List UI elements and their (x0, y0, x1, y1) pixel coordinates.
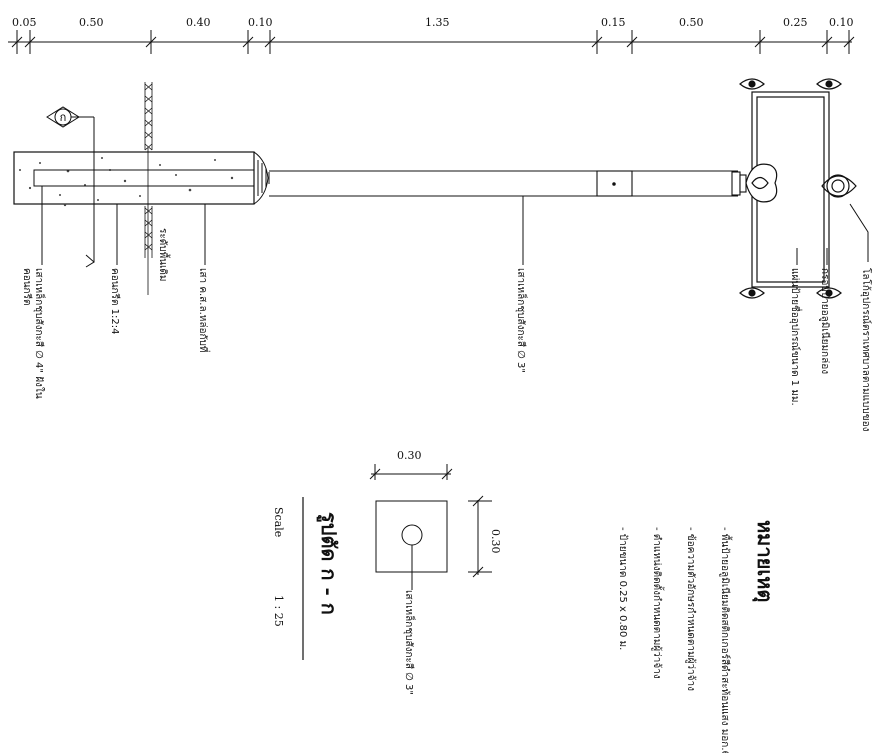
notes-heading: หมายเหตุ (752, 520, 777, 602)
section-marker-label: ก (60, 111, 67, 124)
main-pipe-label: เสาเหล็กชุบสังกะสี ∅ 3" (515, 268, 529, 373)
foundation-collar (253, 151, 270, 205)
scale-label: Scale (272, 507, 285, 537)
section-pipe-label: เสาเหล็กชุบสังกะสี ∅ 3" (403, 590, 417, 695)
dim-label-2: 0.50 (79, 16, 104, 29)
note-item-2: - ข้อความตัวอักษรกำหนดตามผู้ว่าจ้าง (685, 527, 697, 691)
ground-level-label: ระดับพื้นเดิม (157, 228, 171, 282)
ground-level-hatch (144, 82, 153, 295)
concrete-mix-label: คอนกรีต 1:2:4 (109, 268, 121, 334)
section-marker (46, 106, 95, 268)
pipe-in-concrete-label-1: เสาเหล็กชุบสังกะสี ∅ 4" ฝังใน (33, 268, 47, 399)
leader-lines (41, 186, 869, 265)
note-item-3: - ตำแหน่งติดตั้งกำหนดตามผู้ว่าจ้าง (651, 527, 665, 679)
pipe-in-concrete-label-2: คอนกรีต (21, 268, 33, 305)
section-height-label: 0.30 (489, 529, 502, 554)
concrete-speckle (19, 157, 234, 207)
rotated-labels: เสาเหล็กชุบสังกะสี ∅ 4" ฝังใน คอนกรีต คอ… (21, 228, 873, 432)
dim-label-1: 0.05 (12, 16, 37, 29)
dimension-ticks (11, 30, 855, 54)
sign-board (739, 78, 857, 299)
dim-label-9: 0.10 (829, 16, 854, 29)
section-title: รูปตัด ก - ก (315, 512, 341, 615)
dim-label-3: 0.40 (186, 16, 211, 29)
concrete-foundation (13, 151, 270, 207)
dim-label-6: 0.15 (601, 16, 626, 29)
main-steel-pipe (269, 170, 747, 197)
dim-label-8: 0.25 (783, 16, 808, 29)
dim-label-4: 0.10 (248, 16, 273, 29)
dim-label-7: 0.50 (679, 16, 704, 29)
section-detail-labels: 0.30 0.30 เสาเหล็กชุบสังกะสี ∅ 3" (397, 449, 502, 695)
dim-label-5: 1.35 (425, 16, 450, 29)
title-block: รูปตัด ก - ก Scale 1 : 25 (272, 497, 341, 660)
section-width-label: 0.30 (397, 449, 422, 462)
note-item-4: - ป้ายขนาด 0.25 x 0.80 ม. (617, 527, 629, 650)
sign-plate-label: แผ่นป้ายชื่ออุปกรณ์ขนาด 1 มม. (789, 268, 803, 406)
note-item-1: - พื้นป้ายอลูมิเนียมติดสติกเกอร์สีดำสะท้… (719, 527, 733, 753)
section-detail (369, 464, 492, 590)
sign-frame-label: กรอบป้ายอลูมิเนียมกล่อง (819, 268, 831, 374)
scale-value: 1 : 25 (272, 595, 285, 627)
top-dimension-line (8, 30, 855, 54)
dimension-labels: 0.05 0.50 0.40 0.10 1.35 0.15 0.50 0.25 … (12, 16, 854, 29)
logo-label: โลโก้อุปกรณ์ตราเทศบาลตามแบบของ (860, 268, 873, 432)
rc-pole-label: เสา ค.ส.ล.หล่อกับที่ (197, 268, 211, 353)
notes-block: หมายเหตุ - พื้นป้ายอลูมิเนียมติดสติกเกอร… (617, 520, 777, 753)
